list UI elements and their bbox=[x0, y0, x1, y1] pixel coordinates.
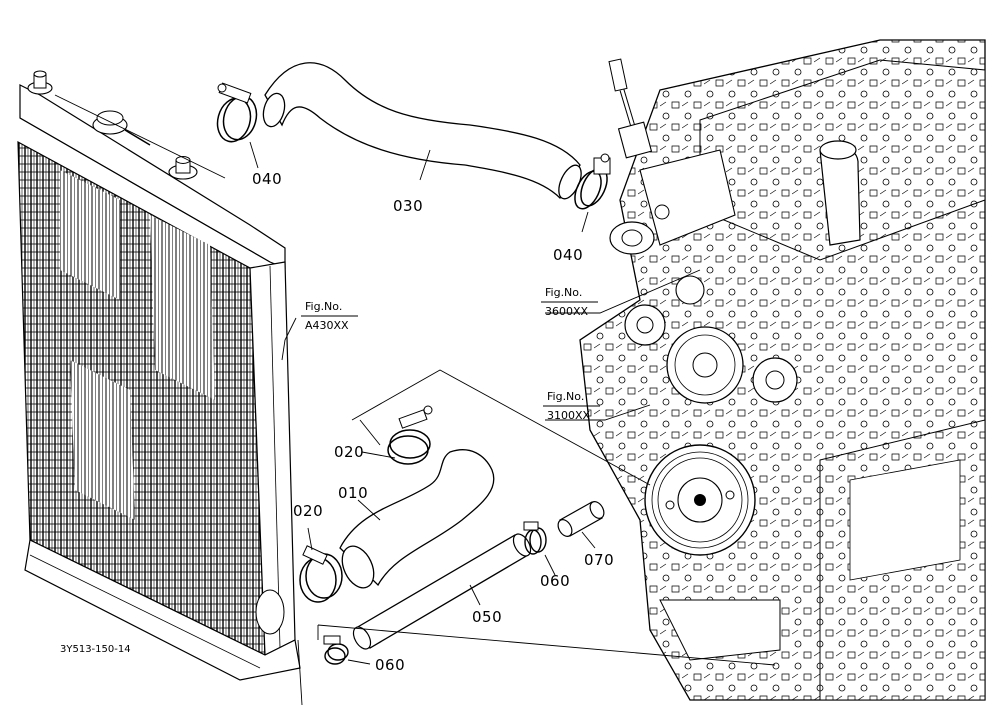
part-label-010: 010 bbox=[338, 484, 368, 502]
svg-text:Fig.No.: Fig.No. bbox=[305, 300, 342, 313]
fig-ref-engine-lower: Fig.No. 3100XX bbox=[543, 390, 600, 422]
drawing-code: 3Y513-150-14 bbox=[60, 644, 131, 655]
hose-clamp-040-left bbox=[216, 82, 258, 143]
part-label-060-lower: 060 bbox=[375, 656, 405, 674]
part-label-040-right: 040 bbox=[553, 246, 583, 264]
water-pump-pulley bbox=[666, 326, 744, 404]
hose-clamp-020-upper bbox=[387, 405, 433, 465]
hose-clamp-060-upper bbox=[523, 521, 547, 555]
hose-clamp-040-right bbox=[574, 153, 611, 210]
fig-ref-radiator: Fig.No. A430XX bbox=[301, 300, 358, 332]
part-label-030: 030 bbox=[393, 197, 423, 215]
lower-radiator-hose bbox=[339, 449, 495, 589]
hose-clamp-020-lower bbox=[299, 545, 343, 603]
svg-text:3100XX: 3100XX bbox=[547, 409, 591, 422]
part-label-020-upper: 020 bbox=[334, 443, 364, 461]
bypass-hose bbox=[352, 533, 532, 650]
part-label-070: 070 bbox=[584, 551, 614, 569]
pipe-fitting bbox=[557, 501, 605, 537]
crank-pulley bbox=[644, 444, 756, 556]
engine bbox=[579, 39, 986, 701]
part-label-020-lower: 020 bbox=[293, 502, 323, 520]
part-label-050: 050 bbox=[472, 608, 502, 626]
hose-clamp-060-lower bbox=[323, 635, 349, 665]
part-label-040-left: 040 bbox=[252, 170, 282, 188]
fig-ref-engine-upper: Fig.No. 3600XX bbox=[541, 286, 598, 318]
upper-radiator-hose bbox=[262, 62, 582, 200]
filler-cap-icon bbox=[27, 70, 198, 180]
svg-text:Fig.No.: Fig.No. bbox=[547, 390, 584, 403]
radiator bbox=[17, 70, 301, 681]
svg-text:Fig.No.: Fig.No. bbox=[545, 286, 582, 299]
leader-lines bbox=[54, 94, 776, 706]
part-label-060-upper: 060 bbox=[540, 572, 570, 590]
svg-text:3600XX: 3600XX bbox=[545, 305, 589, 318]
tensioner bbox=[608, 58, 736, 255]
svg-text:A430XX: A430XX bbox=[305, 319, 349, 332]
